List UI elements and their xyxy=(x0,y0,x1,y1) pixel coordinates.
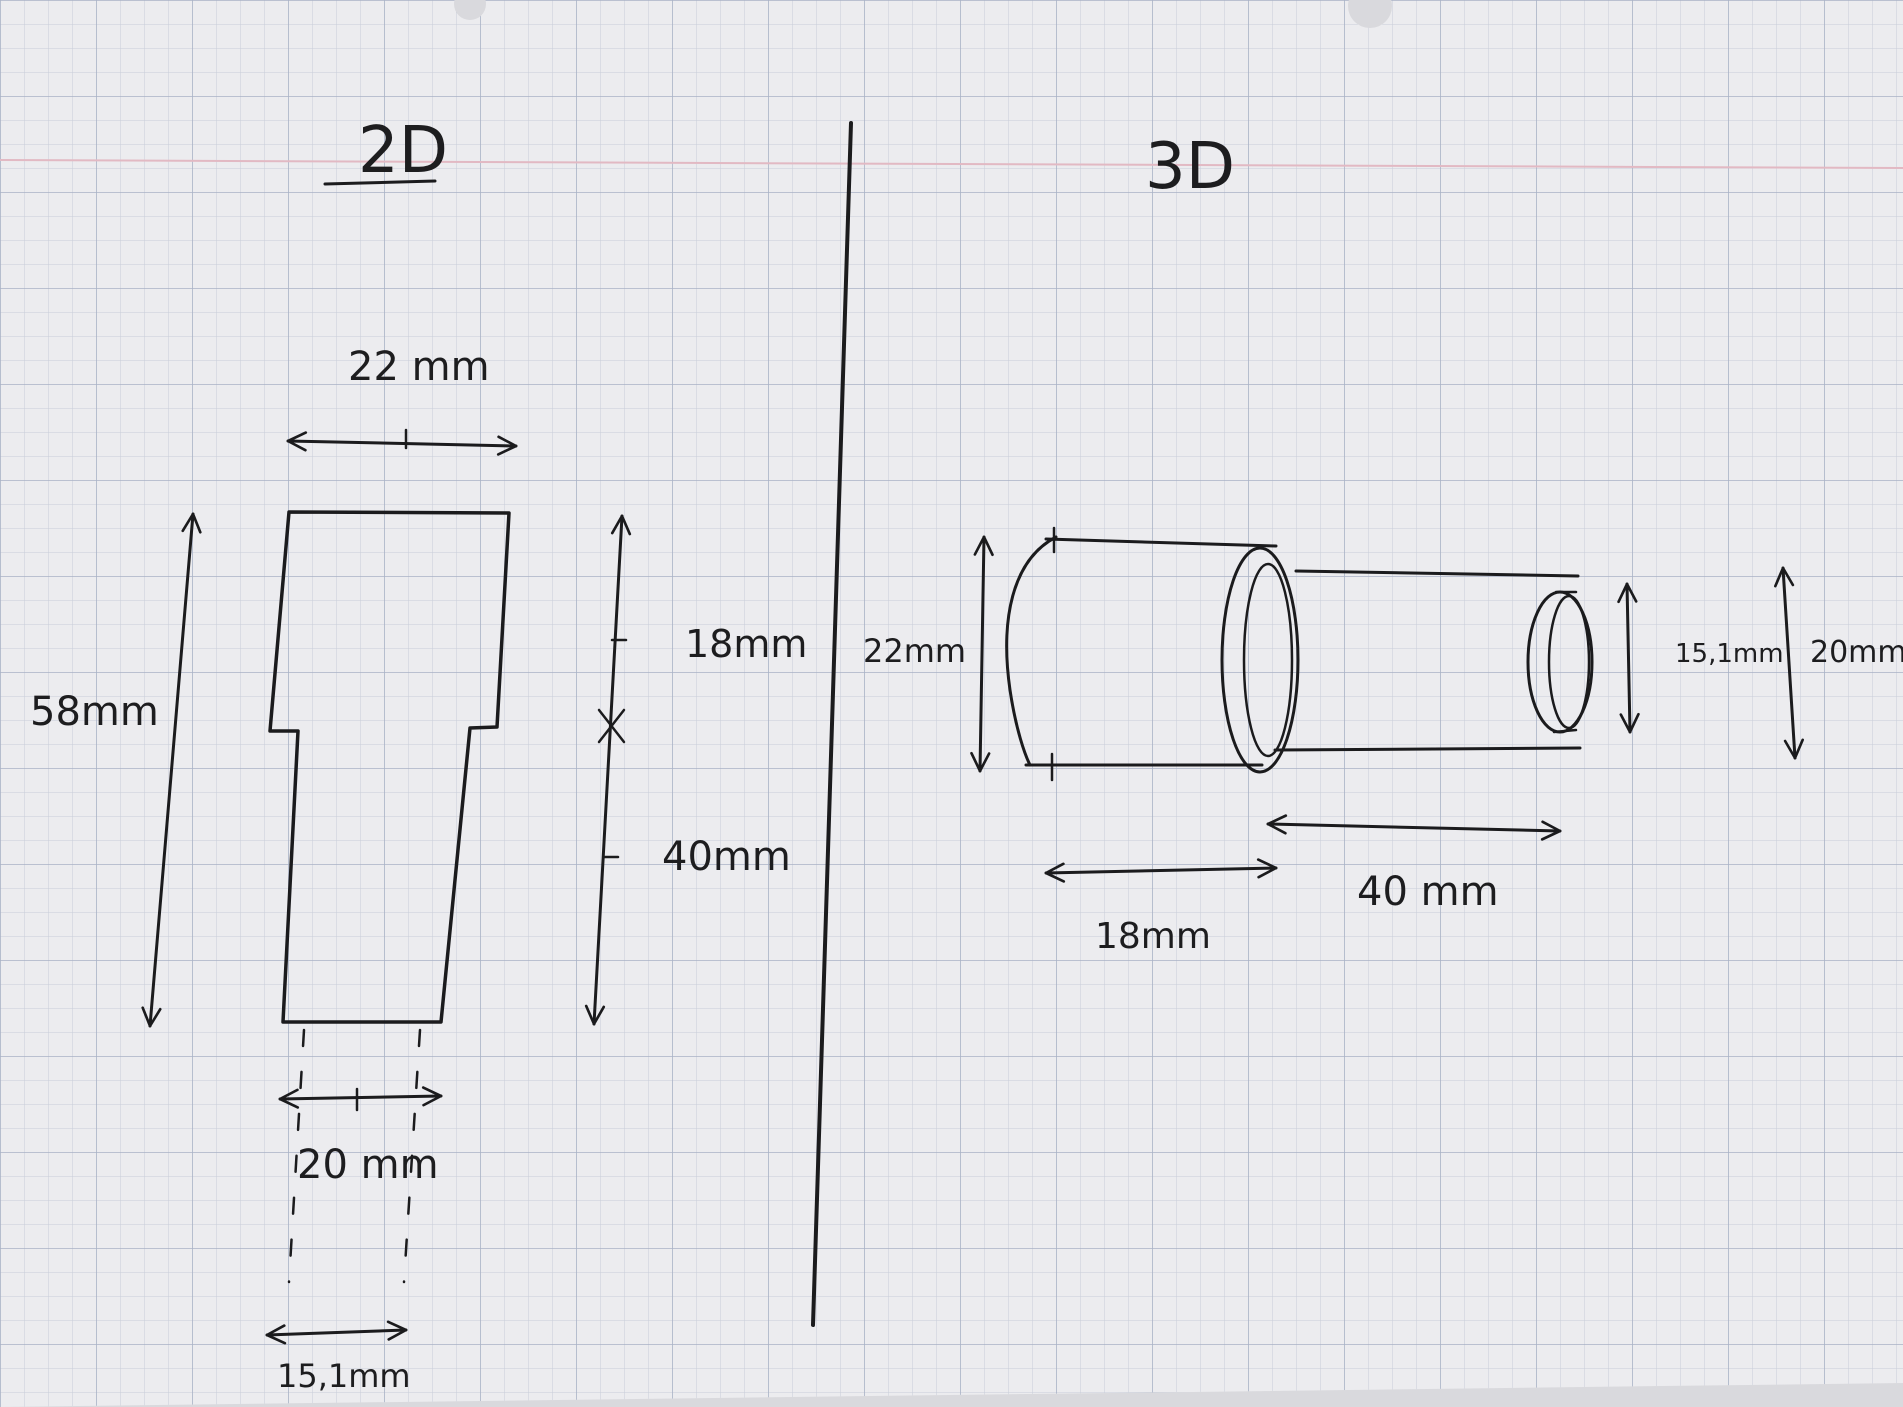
label-bore-diameter: 15,1mm xyxy=(1675,639,1784,669)
label-shaft-height: 40mm xyxy=(662,834,791,880)
title-2d: 2D xyxy=(358,114,448,188)
shaft-top-edge xyxy=(1294,569,1580,578)
projection-line-left xyxy=(287,1028,306,1284)
shaft-end-hatch xyxy=(1552,728,1578,734)
dimension-split-mark xyxy=(597,708,626,744)
binder-hole xyxy=(454,0,486,20)
dimension-head-diameter xyxy=(970,535,994,773)
shaft-end-inner xyxy=(1547,594,1591,730)
part-2d-outline xyxy=(268,510,511,1024)
shoulder-ring-outer xyxy=(1220,546,1300,774)
label-total-height: 58mm xyxy=(30,689,159,735)
dimension-bore-diameter xyxy=(1617,582,1640,734)
title-2d-underline xyxy=(323,179,437,186)
view-2d: 22 mm 58mm 18mm 40mm 20 mm 15,1mm xyxy=(30,344,807,1395)
projection-line-right xyxy=(402,1028,422,1284)
title-3d: 3D xyxy=(1145,130,1235,204)
view-3d: 22mm 15,1mm 20mm 18mm 40 mm xyxy=(863,526,1903,957)
label-bore-width: 15,1mm xyxy=(277,1357,411,1395)
shaft-bottom-edge xyxy=(1273,746,1582,752)
head-cylinder-left-edge xyxy=(1005,535,1058,767)
label-shaft-diameter: 20mm xyxy=(1810,635,1903,670)
margin-line xyxy=(0,159,1903,169)
dimension-shaft-diameter xyxy=(1774,566,1804,760)
label-head-diameter: 22mm xyxy=(863,632,966,670)
shoulder-ring-inner xyxy=(1242,562,1294,758)
label-head-height: 18mm xyxy=(685,622,807,666)
label-top-width: 22 mm xyxy=(348,344,490,390)
dimension-head-length xyxy=(1044,858,1278,883)
dimension-shaft-length xyxy=(1266,814,1562,841)
dimension-head-shaft-height xyxy=(584,514,632,1026)
dimension-top-width xyxy=(286,431,518,456)
dimension-bore-width xyxy=(265,1320,408,1345)
binder-hole xyxy=(1348,0,1392,28)
label-shaft-length: 40 mm xyxy=(1357,869,1499,915)
label-head-length: 18mm xyxy=(1095,916,1211,957)
label-shaft-width: 20 mm xyxy=(297,1142,439,1188)
dimension-shaft-width xyxy=(278,1086,443,1109)
head-cylinder-top-edge xyxy=(1044,537,1278,548)
divider-line xyxy=(811,121,853,1327)
dimension-total-height xyxy=(141,512,202,1028)
